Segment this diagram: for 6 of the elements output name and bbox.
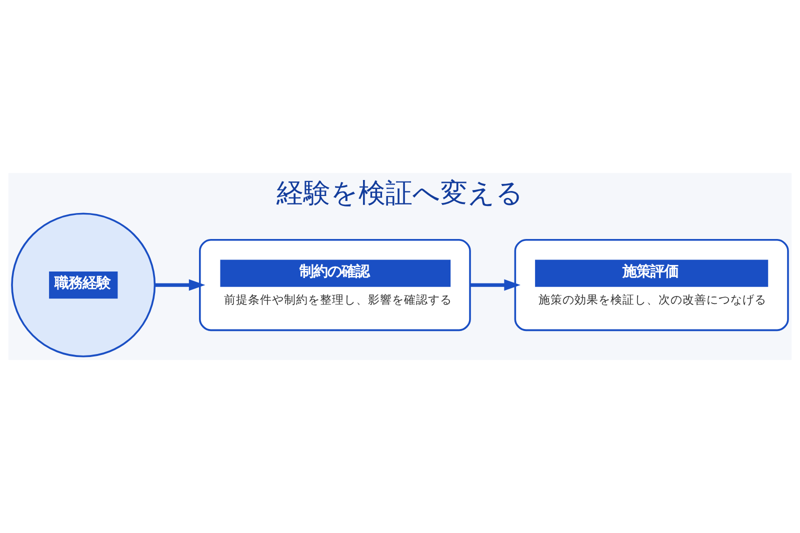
node-circle: 職務経験 — [11, 212, 156, 358]
diagram-title: 経験を検証へ変える — [276, 178, 524, 209]
node-box: 施策評価 施策の効果を検証し、次の改善につなげる — [514, 238, 789, 332]
arrow — [470, 279, 520, 291]
node-box: 制約の確認 前提条件や制約を整理し、影響を確認する — [199, 238, 471, 332]
arrow — [154, 279, 206, 291]
